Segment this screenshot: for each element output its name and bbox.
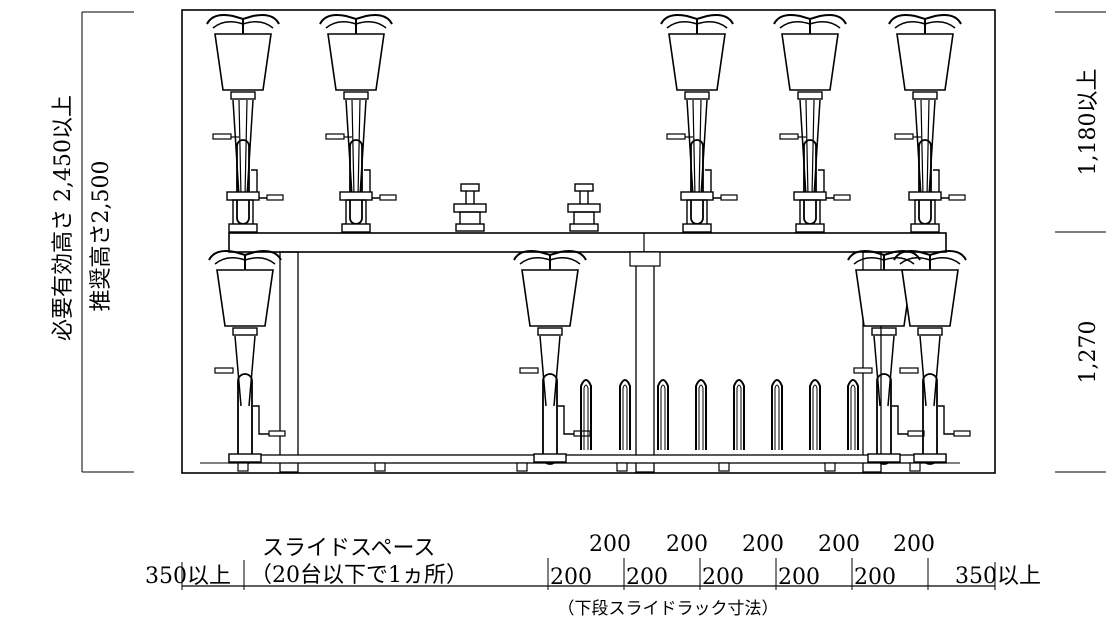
upper-bike xyxy=(888,14,966,233)
slide-space-title: スライドスペース xyxy=(262,536,435,561)
lower-height-label: 1,270 xyxy=(1076,321,1101,384)
slide-rack-hoop xyxy=(771,379,783,451)
upper-deck-beam xyxy=(228,232,947,253)
lower-slide-rail xyxy=(228,454,947,464)
upper-height-label: 1,180以上 xyxy=(1076,69,1101,176)
lower-bike xyxy=(893,250,971,465)
lower-bike xyxy=(208,250,286,465)
upper-bike xyxy=(319,14,397,233)
center-post xyxy=(635,251,655,473)
right-clearance-label: 350以上 xyxy=(955,564,1041,589)
slide-space-note: （20台以下で1ヵ所） xyxy=(250,563,468,588)
left-clearance-label: 350以上 xyxy=(145,564,231,589)
recommended-height-label: 推奨高さ2,500 xyxy=(89,161,114,312)
pitch-label-upper: 200 xyxy=(818,532,860,557)
installation-space-outline xyxy=(181,9,996,474)
slide-rack-hoop xyxy=(580,379,592,451)
pitch-label-lower: 200 xyxy=(854,565,896,590)
pitch-label-lower: 200 xyxy=(626,565,668,590)
upper-bike xyxy=(206,14,284,233)
lower-bike xyxy=(513,250,591,465)
left-post xyxy=(279,251,299,473)
pitch-label-lower: 200 xyxy=(778,565,820,590)
slide-rack-hoop xyxy=(619,379,631,451)
pitch-label-upper: 200 xyxy=(893,532,935,557)
slide-rack-hoop xyxy=(847,379,859,451)
upper-bike xyxy=(660,14,738,233)
slide-rack-hoop xyxy=(657,379,669,451)
upper-empty-stand xyxy=(453,183,487,232)
upper-bike xyxy=(773,14,851,233)
pitch-label-upper: 200 xyxy=(666,532,708,557)
slide-rack-hoop xyxy=(733,379,745,451)
slide-rack-hoop xyxy=(695,379,707,451)
upper-empty-stand xyxy=(567,183,601,232)
pitch-label-upper: 200 xyxy=(589,532,631,557)
pitch-label-upper: 200 xyxy=(742,532,784,557)
required-height-label: 必要有効高さ 2,450以上 xyxy=(51,95,76,341)
slide-rack-hoop xyxy=(809,379,821,451)
slide-rack-caption: （下段スライドラック寸法） xyxy=(558,599,779,619)
pitch-label-lower: 200 xyxy=(550,565,592,590)
pitch-label-lower: 200 xyxy=(702,565,744,590)
